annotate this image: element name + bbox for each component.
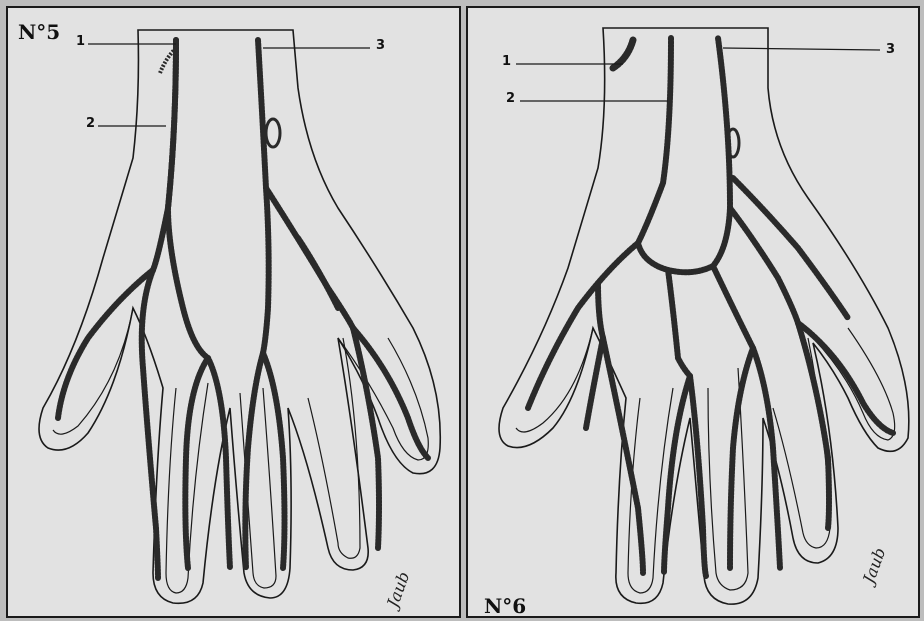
label-1: 1 (502, 54, 511, 69)
vessels-figure-5 (58, 40, 428, 578)
label-3: 3 (886, 42, 895, 57)
figure-number: N°6 (484, 594, 526, 618)
figure-6-drawing (468, 8, 920, 618)
figure-5-panel: N°5 1 2 3 Jaub (6, 6, 461, 618)
label-2: 2 (506, 91, 515, 106)
label-3: 3 (376, 38, 385, 53)
figure-5-drawing (8, 8, 461, 618)
figure-number: N°5 (18, 20, 60, 44)
figure-6-panel: N°6 1 2 3 Jaub (466, 6, 920, 618)
label-1: 1 (76, 34, 85, 49)
label-2: 2 (86, 116, 95, 131)
